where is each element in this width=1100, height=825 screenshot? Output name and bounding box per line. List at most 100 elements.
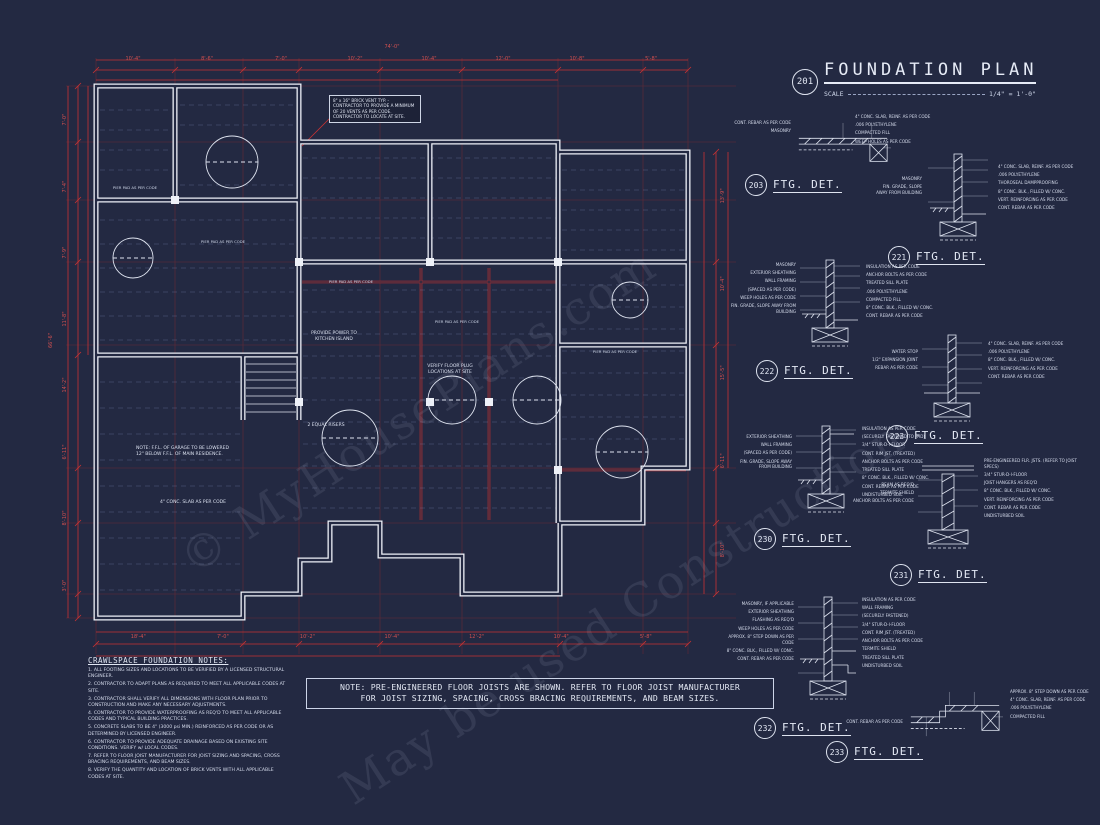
dimension-label: 5'-8" [639, 634, 652, 640]
dimension-label: 7'-0" [275, 56, 287, 62]
detail-annotation: EXTERIOR SHEATHING [750, 270, 796, 276]
crawlspace-note: 6. CONTRACTOR TO PROVIDE ADEQUATE DRAINA… [88, 739, 268, 752]
detail-label: FTG. DET. [782, 531, 851, 547]
detail-drawing [800, 259, 860, 347]
pier-label: PIER PAD AS PER CODE [434, 319, 480, 324]
dimension-label: 10'-4" [720, 277, 726, 293]
detail-annotation: WALL FRAMING [760, 442, 792, 448]
detail-annotation: CONT. RIM JST. (TREATED) [862, 629, 915, 635]
detail-drawing [928, 153, 988, 241]
detail-annotation: EXTERIOR SHEATHING [746, 434, 792, 439]
detail-annotation: ANCHOR BOLTS AS PER CODE [862, 638, 923, 644]
detail-annotation: CONT. REBAR AS PER CODE [862, 483, 919, 489]
dimension-col-left: 7'-0"7'-4"7'-9"11'-8"14'-2"6'-11"8'-10"3… [60, 86, 70, 618]
garage-slab-label: 4" CONC. SLAB AS PER CODE [160, 500, 226, 505]
pier-label: PIER PAD AS PER CODE [200, 239, 246, 244]
detail-annotation: CONT. REBAR AS PER CODE [998, 205, 1055, 211]
detail-label: FTG. DET. [773, 177, 842, 193]
detail-number-circle: 231 [890, 564, 912, 586]
detail-annotation: ANCHOR BOLTS AS PER CODE [862, 458, 923, 464]
scale-leader-line [847, 93, 986, 95]
dimension-label: 7'-0" [62, 113, 68, 126]
detail-annotation: CONT. REBAR AS PER CODE [846, 719, 903, 724]
detail-annotation: .006 POLYETHYLENE [866, 288, 908, 294]
detail-drawing [798, 122, 891, 162]
dimension-label: 10'-8" [569, 56, 585, 62]
detail-label: FTG. DET. [916, 249, 985, 265]
detail-annotation: (SPACED AS PER CODE) [747, 286, 796, 292]
detail-annotation: CONT. REBAR AS PER CODE [988, 373, 1045, 379]
pier-pads [112, 135, 649, 479]
foundation-plan-drawing [66, 58, 736, 657]
dimension-label: 12'-2" [469, 634, 485, 640]
detail-annotation: .006 POLYETHYLENE [988, 349, 1030, 355]
dimension-label: 10'-4" [384, 634, 400, 640]
joist-note-line1: NOTE: PRE-ENGINEERED FLOOR JOISTS ARE SH… [339, 682, 741, 692]
dimension-label: 8'-6" [201, 56, 213, 62]
crawlspace-note: 3. CONTRACTOR SHALL VERIFY ALL DIMENSION… [88, 696, 268, 709]
scale-label: SCALE [824, 90, 844, 98]
detail-annotation: 8" CONC. BLK., FILLED W/ CONC. [862, 475, 930, 481]
detail-label: FTG. DET. [782, 720, 851, 736]
dimension-label: 10'-2" [299, 634, 315, 640]
sheet-title: FOUNDATION PLAN [824, 60, 1036, 84]
annotations-right: INSULATION AS PER CODE(SECURELY FASTENED… [862, 426, 966, 500]
kitchen-island-note: PROVIDE POWER TO KITCHEN ISLAND [311, 331, 357, 343]
brick-vent-note: 8" x 16" BRICK VENT TYP. - CONTRACTOR TO… [329, 95, 421, 123]
crawlspace-notes-title: CRAWLSPACE FOUNDATION NOTES: [88, 656, 229, 665]
detail-annotation: VERT. REINFORCING AS PER CODE [998, 196, 1068, 202]
detail-label: FTG. DET. [914, 428, 983, 444]
scale-row: SCALE 1/4" = 1'-0" [824, 90, 1036, 98]
dimension-label: 10'-4" [125, 56, 141, 62]
detail-annotation: .006 POLYETHYLENE [1010, 705, 1052, 711]
detail-drawing [918, 465, 978, 549]
detail-annotation: APPROX. 8" STEP DOWN AS PER CODE [1010, 689, 1089, 694]
detail-annotation: TREATED SILL PLATE [866, 280, 909, 286]
detail-annotation: WEEP HOLES AS PER CODE [740, 294, 796, 300]
detail-annotation: INSULATION AS PER CODE [862, 597, 916, 602]
dimension-row-top: 10'-4"8'-6"7'-0"10'-2"10'-4"12'-0"10'-8"… [96, 56, 688, 62]
detail-annotation: TERMITE SHIELD [862, 646, 896, 652]
wall-piers [171, 196, 562, 474]
detail-annotation: 8" CONC. BLK., FILLED W/ CONC. [866, 305, 934, 311]
crawlspace-note: 5. CONCRETE SLABS TO BE 4" (3000 psi MIN… [88, 725, 274, 737]
detail-annotation: COMPACTED FILL [855, 130, 891, 136]
dimension-lines [67, 59, 729, 657]
detail-ref: 203 FTG. DET. [745, 174, 842, 196]
detail-ref: 231 FTG. DET. [890, 564, 987, 586]
annotations-right: 4" CONC. SLAB, REINF. AS PER CODE.006 PO… [988, 341, 1088, 382]
detail-ref: 230 FTG. DET. [754, 528, 851, 550]
detail-annotation: CONT. REBAR AS PER CODE [737, 656, 794, 662]
interior-footings [302, 268, 686, 520]
risers-label: 2 EQUAL RISERS [307, 423, 345, 428]
detail-annotation: 4" CONC. SLAB, REINF. AS PER CODE [855, 114, 931, 119]
detail-annotation: ANCHOR BOLTS AS PER CODE [866, 272, 927, 278]
detail-annotation: UNDISTURBED SOIL [862, 491, 903, 497]
detail-drawing [922, 334, 982, 422]
garage-ffl-note: NOTE: F.F.L. OF GARAGE TO BE LOWERED 12"… [136, 446, 229, 458]
detail-annotation: TREATED SILL PLATE [862, 467, 905, 473]
crawlspace-note: 4. CONTRACTOR TO PROVIDE WATERPROOFING A… [88, 711, 282, 723]
dimension-label: 8'-10" [62, 510, 68, 526]
detail-annotation: FIN. GRADE, SLOPE AWAY FROM BUILDING [876, 184, 922, 195]
detail-annotation: CONT. REBAR AS PER CODE [866, 313, 923, 319]
detail-annotation: VERT. REINFORCING AS PER CODE [984, 496, 1054, 502]
dimension-label: 7'-0" [216, 634, 229, 640]
detail-annotation: VERT. REINFORCING AS PER CODE [988, 365, 1058, 371]
detail-ref: 222 FTG. DET. [756, 360, 853, 382]
detail-annotation: 3/4" STUR-D-I-FLOOR [984, 471, 1028, 477]
detail-annotation: TREATED SILL PLATE [862, 654, 905, 660]
dimension-label: 10'-4" [421, 56, 437, 62]
detail-annotation: 4" CONC. SLAB, REINF. AS PER CODE [1010, 697, 1086, 703]
detail-label: FTG. DET. [854, 744, 923, 760]
detail-label: FTG. DET. [918, 567, 987, 583]
detail-number-circle: 233 [826, 741, 848, 763]
scale-value: 1/4" = 1'-0" [989, 90, 1036, 98]
crawlspace-note: 2. CONTRACTOR TO ADAPT PLANS AS REQUIRED… [88, 682, 286, 694]
pier-label: PIER PAD AS PER CODE [112, 185, 158, 190]
